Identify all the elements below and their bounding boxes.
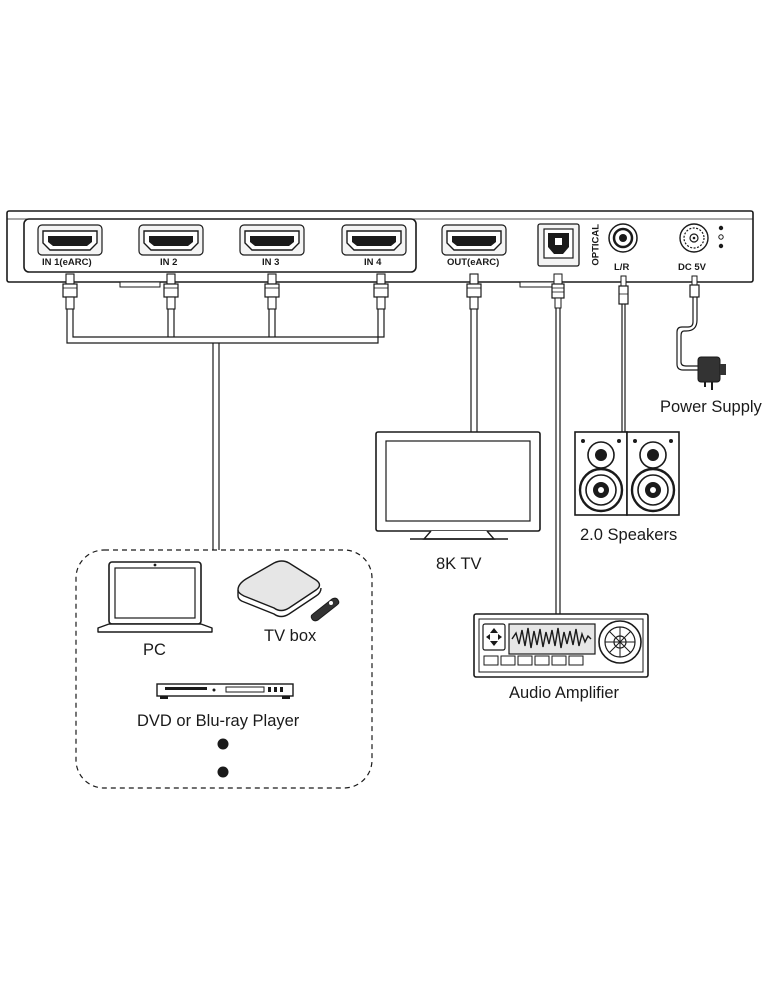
port-label-in3: IN 3 — [262, 257, 280, 268]
input-cables — [66, 309, 385, 550]
more-devices-dot — [217, 738, 229, 750]
power-supply-label: Power Supply — [660, 398, 762, 416]
amplifier-icon — [473, 613, 649, 678]
audio-jack-icon[interactable] — [608, 223, 638, 253]
hdmi-port-icon[interactable] — [138, 224, 204, 256]
player-label: DVD or Blu-ray Player — [137, 712, 300, 730]
hdmi-port-icon[interactable] — [341, 224, 407, 256]
dc-jack-icon[interactable] — [679, 223, 724, 253]
tv-box-label: TV box — [264, 627, 317, 645]
source-devices-group — [75, 549, 373, 789]
hdmi-port-icon[interactable] — [37, 224, 103, 256]
dvd-player-icon — [156, 683, 294, 699]
optical-port-icon[interactable] — [537, 223, 580, 267]
port-label-out: OUT(eARC) — [447, 257, 500, 268]
more-devices-dot — [217, 766, 229, 778]
speakers-label: 2.0 Speakers — [580, 526, 678, 544]
tv-box-icon — [237, 560, 322, 618]
power-cable — [676, 275, 700, 371]
port-label-in1: IN 1(eARC) — [42, 257, 92, 268]
tv-icon — [375, 431, 541, 540]
analog-audio-cable — [618, 275, 629, 432]
hdmi-port-icon[interactable] — [441, 224, 507, 256]
amplifier-label: Audio Amplifier — [509, 684, 620, 702]
pc-label: PC — [143, 641, 166, 659]
port-label-lr: L/R — [614, 262, 630, 273]
tv-label: 8K TV — [436, 555, 482, 573]
speaker-icon — [574, 431, 628, 516]
remote-icon — [310, 597, 340, 622]
laptop-icon — [97, 561, 213, 633]
output-cable — [470, 309, 478, 432]
port-label-in2: IN 2 — [160, 257, 178, 268]
power-adapter-icon — [697, 356, 726, 390]
port-label-dc: DC 5V — [678, 262, 706, 273]
speaker-icon — [626, 431, 680, 516]
port-label-optical: OPTICAL — [590, 223, 602, 266]
optical-cable — [551, 273, 565, 614]
port-label-in4: IN 4 — [364, 257, 382, 268]
hdmi-port-icon[interactable] — [239, 224, 305, 256]
